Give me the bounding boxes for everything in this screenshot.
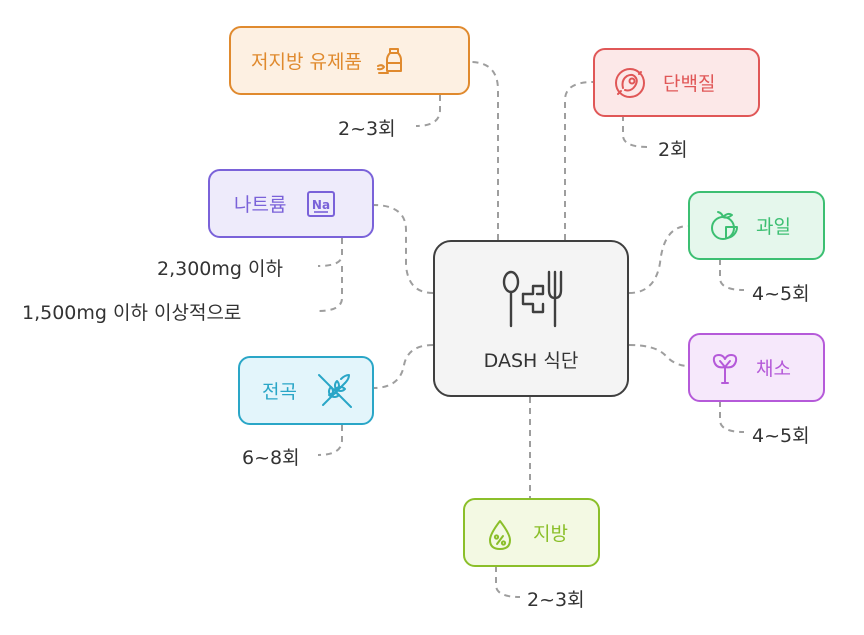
note-fruit: 4~5회 [752, 283, 810, 305]
vegetable-icon [708, 351, 742, 385]
note-grains: 6~8회 [242, 447, 300, 469]
node-vegetable-label: 채소 [756, 358, 791, 380]
node-grains: 전곡 [238, 356, 374, 425]
note-vegetable: 4~5회 [752, 425, 810, 447]
svg-text:Na: Na [312, 198, 330, 212]
note-fat: 2~3회 [527, 589, 585, 611]
meat-icon [613, 66, 647, 100]
node-sodium-label: 나트륨 [234, 194, 287, 216]
note-lowfat-dairy: 2~3회 [338, 118, 396, 140]
no-wheat-icon [315, 371, 355, 411]
node-lowfat-dairy-label: 저지방 유제품 [251, 51, 362, 73]
sodium-na-icon: Na [306, 189, 336, 219]
node-protein: 단백질 [593, 48, 760, 117]
note-sodium-1: 2,300mg 이하 [157, 258, 283, 280]
node-grains-label: 전곡 [262, 381, 297, 403]
node-fat: 지방 [463, 498, 600, 567]
node-protein-label: 단백질 [663, 73, 716, 95]
node-vegetable: 채소 [688, 333, 825, 402]
citrus-icon [708, 209, 742, 243]
fat-drop-icon [485, 518, 515, 550]
milk-bottle-icon [376, 46, 406, 76]
center-node: DASH 식단 [433, 240, 629, 397]
node-fruit-label: 과일 [756, 216, 791, 238]
node-lowfat-dairy: 저지방 유제품 [229, 26, 470, 95]
utensils-medical-icon [499, 268, 567, 336]
node-fruit: 과일 [688, 191, 825, 260]
note-protein: 2회 [658, 139, 688, 161]
center-title: DASH 식단 [483, 350, 579, 372]
node-fat-label: 지방 [533, 523, 568, 545]
note-sodium-2: 1,500mg 이하 이상적으로 [22, 302, 242, 324]
node-sodium: 나트륨 Na [208, 169, 374, 238]
